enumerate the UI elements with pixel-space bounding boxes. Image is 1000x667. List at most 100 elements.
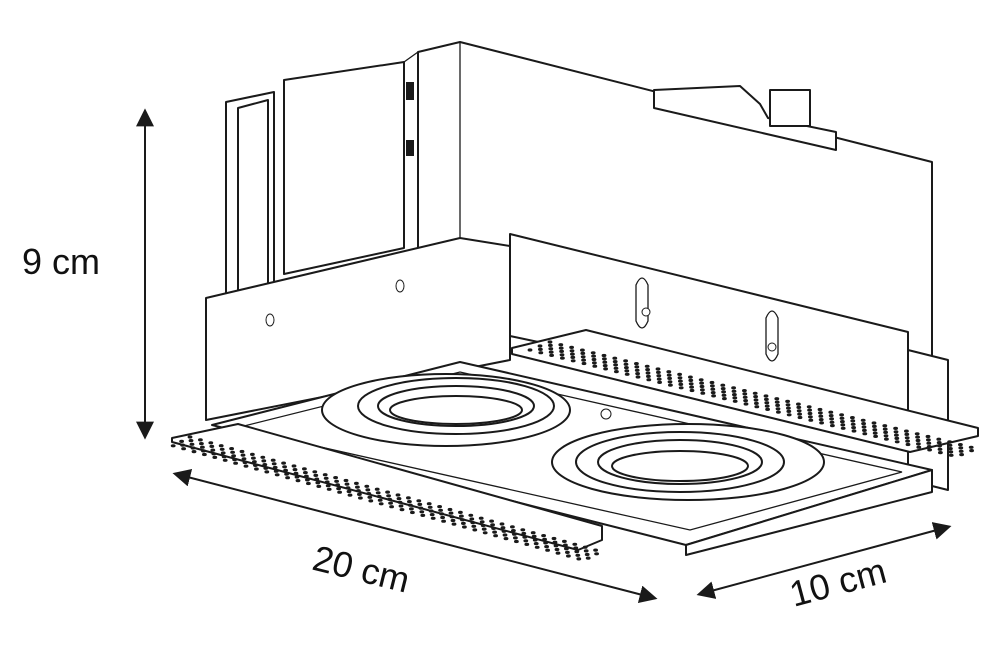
perforation-hole (926, 441, 932, 445)
perforation-hole (763, 394, 769, 398)
perforation-hole (295, 479, 301, 483)
perforation-hole (774, 397, 780, 401)
perforation-hole (344, 482, 350, 486)
perforation-hole (389, 505, 394, 509)
perforation-hole (304, 474, 309, 478)
perforation-hole (786, 413, 792, 417)
perforation-hole (552, 540, 558, 544)
perforation-hole (624, 369, 630, 373)
perforation-hole (915, 435, 920, 439)
perforation-hole (700, 391, 706, 395)
perforation-hole (222, 458, 228, 462)
perforation-hole (533, 542, 539, 546)
perforation-hole (699, 381, 704, 385)
perforation-hole (218, 444, 224, 448)
perforation-hole (251, 456, 256, 460)
perforation-hole (742, 389, 747, 393)
perforation-hole (493, 534, 498, 538)
perforation-hole (786, 409, 792, 413)
perforation-hole (840, 423, 846, 427)
perforation-hole (285, 476, 290, 480)
perforation-hole (356, 489, 361, 493)
perforation-hole (449, 515, 455, 519)
perforation-hole (904, 432, 910, 436)
perforation-hole (283, 468, 288, 472)
perforation-hole (873, 434, 878, 438)
depth-arrow (696, 522, 952, 599)
perforation-hole (775, 403, 780, 407)
perforation-hole (282, 465, 287, 469)
perforation-hole (677, 372, 682, 376)
perforation-hole (499, 522, 505, 526)
perforation-hole (927, 448, 932, 452)
perforation-hole (232, 458, 238, 462)
perforation-hole (212, 455, 218, 459)
perforation-hole (306, 481, 311, 486)
perforation-hole (220, 451, 226, 455)
perforation-hole (752, 391, 758, 395)
perforation-hole (542, 537, 547, 541)
perforation-hole (548, 347, 554, 351)
perforation-hole (555, 551, 561, 555)
perforation-hole (200, 445, 205, 449)
perforation-hole (742, 392, 748, 396)
perforation-hole (511, 529, 516, 533)
perforation-hole (958, 449, 964, 453)
perforation-hole (399, 508, 405, 512)
perforation-hole (570, 355, 576, 359)
perforation-hole (720, 383, 726, 387)
perforation-hole (699, 384, 705, 389)
perforation-hole (764, 404, 770, 408)
perforation-hole (459, 514, 464, 518)
perforation-hole (291, 464, 297, 468)
perforation-hole (302, 467, 307, 471)
perforation-hole (420, 513, 426, 518)
perforation-hole (261, 459, 267, 463)
perforation-hole (419, 510, 425, 514)
perforation-hole (916, 442, 921, 446)
perforation-hole (242, 460, 248, 465)
lamp-left (321, 373, 571, 447)
perforation-hole (450, 518, 456, 523)
perforation-hole (915, 438, 921, 443)
perforation-hole (732, 399, 738, 403)
perforation-hole (851, 426, 856, 430)
perforation-hole (753, 398, 759, 402)
perforation-hole (936, 441, 942, 445)
perforation-hole (324, 480, 330, 484)
perforation-hole (969, 449, 974, 453)
height-label: 9 cm (22, 241, 101, 282)
perforation-hole (722, 397, 727, 401)
perforation-hole (948, 450, 954, 454)
perforation-hole (785, 403, 791, 407)
perforation-hole (710, 387, 716, 391)
perforation-hole (634, 365, 640, 369)
perforation-hole (357, 492, 362, 496)
perforation-hole (502, 533, 508, 537)
perforation-hole (527, 348, 533, 352)
perforation-hole (743, 402, 749, 406)
perforation-hole (441, 519, 446, 523)
perforation-hole (406, 496, 411, 500)
perforation-hole (754, 405, 760, 409)
perforation-hole (872, 424, 877, 428)
perforation-hole (293, 471, 299, 475)
perforation-hole (198, 438, 203, 442)
perforation-hole (645, 368, 650, 372)
perforation-hole (591, 357, 597, 362)
perforation-hole (233, 461, 239, 465)
perforation-hole (416, 499, 422, 503)
perforation-hole (958, 443, 963, 447)
perforation-hole (646, 374, 651, 378)
perforation-hole (775, 407, 781, 411)
perforation-hole (541, 534, 546, 538)
perforation-hole (521, 531, 527, 536)
perforation-hole (470, 521, 476, 525)
perforation-hole (667, 380, 673, 384)
perforation-hole (796, 402, 801, 406)
perforation-hole (460, 518, 465, 522)
perforation-hole (624, 366, 629, 370)
perforation-hole (570, 352, 575, 356)
perforation-hole (850, 419, 856, 423)
perforation-hole (480, 523, 486, 528)
